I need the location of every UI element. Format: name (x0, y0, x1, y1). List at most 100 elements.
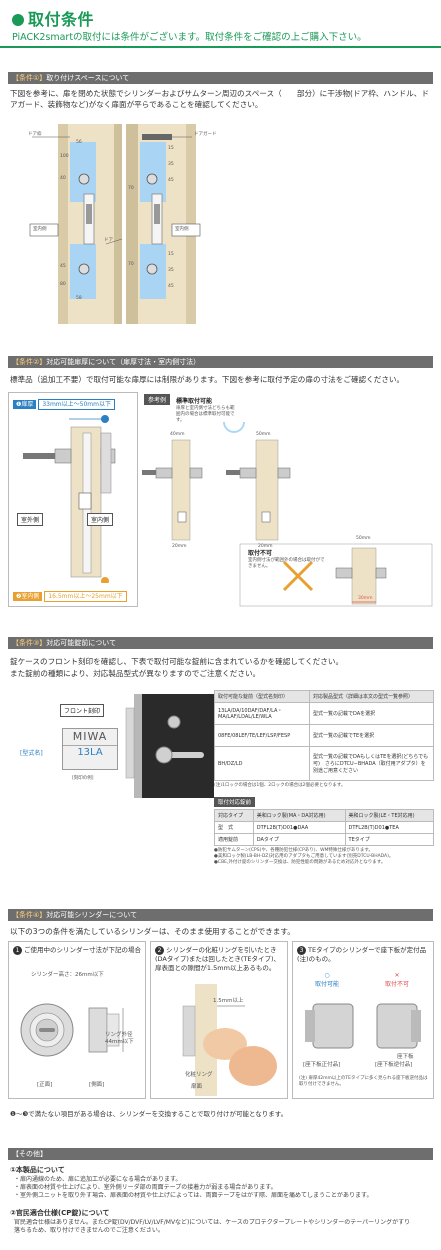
page-subtitle: PiACK2smartの取付には条件がございます。取付条件をご確認の上ご購入下さ… (12, 32, 367, 43)
other-line: 落ちるため、取り付けできませんのでご注意ください。 (14, 1227, 164, 1234)
indoor-left-label: 室内側 (33, 227, 47, 232)
dim-70a: 70 (128, 186, 134, 191)
footnote: ●防犯サムターン(CPS)や、各種防犯仕様(CPあり)、WM特殊仕様があります。 (214, 848, 373, 853)
ok-label: 標準取付可能 (176, 398, 213, 405)
other-heading-2: ②官民適合仕様(CP錠)について (10, 1209, 110, 1217)
table-row: BH/DZ/LD 型式一覧の記載でDAもしくはTEを選択(どちらでも可) さらに… (214, 746, 435, 781)
cond1-diagram: ドア枠 ドアガード ドア 室内側 室内側 56 100 40 45 80 58 … (22, 124, 422, 324)
compat-table: 対応タイプ 美和ロック製(MA・DA対応用) 美和ロック製(LE・TE対応用) … (214, 809, 435, 846)
thickness-row: ❶扉厚 33mm以上〜50mm以下 (13, 399, 115, 410)
indoor-dim-label: ❷室内側 (13, 592, 43, 601)
table-row: 13LA/DA/10DAF/DAF/LA・MA/LAF/LDAL/LE/WLA … (214, 702, 435, 725)
dim-20mm-a: 20mm (172, 544, 187, 549)
dim-45b: 45 (168, 284, 174, 289)
indoor-label: 室内側 (87, 513, 114, 526)
other-heading-1: ①本製品について (10, 1166, 65, 1174)
cond4-text: 以下の3つの条件を満たしているシリンダーは、そのまま使用することができます。 (10, 927, 295, 936)
cond3-diagram: フロント刻印 [型式名] MIWA 13LA [刻印の例] (20, 690, 214, 800)
dim-45a: 45 (168, 178, 174, 183)
footnote: ●CBE,外付け錠のシリンダー交換は、防犯性能の問題があるため対応外となります。 (214, 860, 386, 865)
cond4-footer: ❶〜❸で満たない項目がある場合は、シリンダーを交換することで取り付けが可能となり… (10, 1110, 288, 1118)
dim-50mm: 50mm (256, 432, 271, 437)
seat-normal-label: [座下板正付品] (303, 1062, 341, 1068)
dim-40: 40 (60, 176, 66, 181)
dim-45: 45 (60, 264, 66, 269)
ring-pull-svg (182, 984, 277, 1096)
cylinder-svg (20, 1003, 124, 1057)
door-guard-label: ドアガード (194, 132, 217, 137)
number-icon: 3 (297, 946, 306, 955)
ok-mark: ○取付可能 (315, 972, 340, 988)
dim-58: 58 (76, 296, 82, 301)
indoor-right-label: 室内側 (175, 227, 189, 232)
dim-56: 56 (76, 140, 82, 145)
cond3-bar: 【条件③】対応可能錠前について (8, 637, 433, 649)
gap-label: 1.5mm以上 (213, 998, 244, 1004)
header-divider (0, 46, 441, 48)
door-frame-label: ドア枠 (28, 132, 42, 137)
ok-note: 扉厚と室内側寸法どちらも範囲内の場合は標準取付可能です。 (176, 406, 235, 423)
front-label: フロント刻印 (60, 704, 105, 717)
thickness-value: 33mm以上〜50mm以下 (38, 399, 115, 410)
ref-label: 参考例 (144, 394, 171, 405)
dim-30mm: 30mm (358, 596, 373, 601)
cond3-table-wrap: 取付可能な錠前（型式名刻印） 対応製品型式（詳細は本文の型式一覧参照） 13LA… (214, 690, 435, 866)
side-view-label: [側面] (89, 1082, 105, 1088)
cond3-text2: また錠前の種類により、対応製品型式が異なりますのでご注意ください。 (10, 669, 261, 678)
compat-title: 取付対応錠前 (214, 797, 256, 807)
other-bar: 【その他】 (8, 1148, 433, 1160)
indoor-dim-value: 16.5mm以上〜25mm以下 (44, 591, 127, 602)
other-line: ・扉表面の材質や仕上げにより、室外側リーダ部の両面テープの接着力が弱まる場合があ… (14, 1184, 277, 1191)
dim-50mm-b: 50mm (356, 536, 371, 541)
other-line: 官民適合仕様はありません。またCP錠(DV/DVF/LV/LVF/MVなど)につ… (14, 1219, 411, 1226)
cond2-main-diagram: ❶扉厚 33mm以上〜50mm以下 室外側 室内側 ❷室内側 16.5mm以上〜… (8, 392, 138, 607)
number-icon: 1 (13, 946, 22, 955)
table-header-lock: 取付可能な錠前（型式名刻印） (214, 690, 310, 703)
dim-70b: 70 (128, 262, 134, 267)
cond1-bar: 【条件①】取り付けスペースについて (8, 72, 433, 84)
page-title: 取付条件 (12, 6, 94, 30)
ring-label: 化粧リング (185, 1072, 213, 1078)
reference-svg (142, 422, 433, 607)
ng-label: 取付不可 (248, 550, 273, 557)
other-line: ・室外側ユニットを取り外す場合、扉表面の材質や仕上げによっては、両面テープをはが… (14, 1192, 373, 1199)
dim-40mm: 40mm (170, 432, 185, 437)
dim-35b: 35 (168, 268, 174, 273)
engrave-plate: MIWA 13LA (62, 728, 118, 770)
door-section-svg (23, 415, 116, 583)
cond1-text: 下図を参考に、扉を閉めた状態でシリンダーおよびサムターン周辺のスペース（ 部分）… (10, 89, 429, 109)
table-header-model: 対応製品型式（詳細は本文の型式一覧参照） (308, 690, 435, 703)
example-note: [刻印の例] (72, 776, 94, 781)
table-row: 08FE/08LEF/TE/LEF/LSP/FESP 型式一覧の記載でTEを選択 (214, 724, 435, 747)
type-label: [型式名] (20, 750, 43, 757)
seat-reverse-label: [座下板逆付品] (375, 1062, 413, 1068)
dim-100: 100 (60, 154, 69, 159)
outdoor-label: 室外側 (17, 513, 44, 526)
seat-plate-svg (305, 1003, 421, 1049)
door-face-label: 扉面 (191, 1084, 203, 1090)
table-row: 型 式 DTFL2B(T)D01●DAA DTFL2B(T)D01●TEA (214, 821, 435, 834)
seat-plate-label: 座下板 (397, 1054, 414, 1060)
dim-35a: 35 (168, 162, 174, 167)
indoor-dim-row: ❷室内側 16.5mm以上〜25mm以下 (13, 591, 127, 602)
space-diagram (29, 124, 201, 324)
dim-80: 80 (60, 282, 66, 287)
dim-20mm-b: 20mm (258, 544, 273, 549)
footnote: ●美和ロック製(LB-BH-DZ)対応用のアダプタもご用意しています(別売DTC… (214, 854, 394, 859)
ring-diameter: リング外径44mm以下 (105, 1032, 134, 1045)
lock-photo-svg (125, 694, 214, 798)
other-line: ・扉内通線のため、扉に追加工が必要になる場合があります。 (14, 1176, 182, 1183)
seat-note: (注) 扉厚42mm以上のTEタイプに多く見られる座下板逆付品は取り付けできませ… (299, 1076, 428, 1087)
cond2-reference: 参考例 標準取付可能 扉厚と室内側寸法どちらも範囲内の場合は標準取付可能です。 … (142, 392, 434, 607)
engrave-top: MIWA (72, 730, 108, 743)
bullet-icon (12, 14, 24, 26)
cond4-bar: 【条件④】対応可能シリンダーについて (8, 909, 433, 921)
table-row: 適用錠前 DAタイプ TEタイプ (214, 833, 435, 846)
dim-15a: 15 (168, 146, 174, 151)
cond3-text1: 錠ケースのフロント刻印を確認し、下表で取付可能な錠前に含まれているかを確認してく… (10, 657, 344, 666)
table-note: (注)1ロックの場合は1個、2ロックの場合は2個必要となります。 (214, 783, 346, 788)
number-icon: 2 (155, 946, 164, 955)
